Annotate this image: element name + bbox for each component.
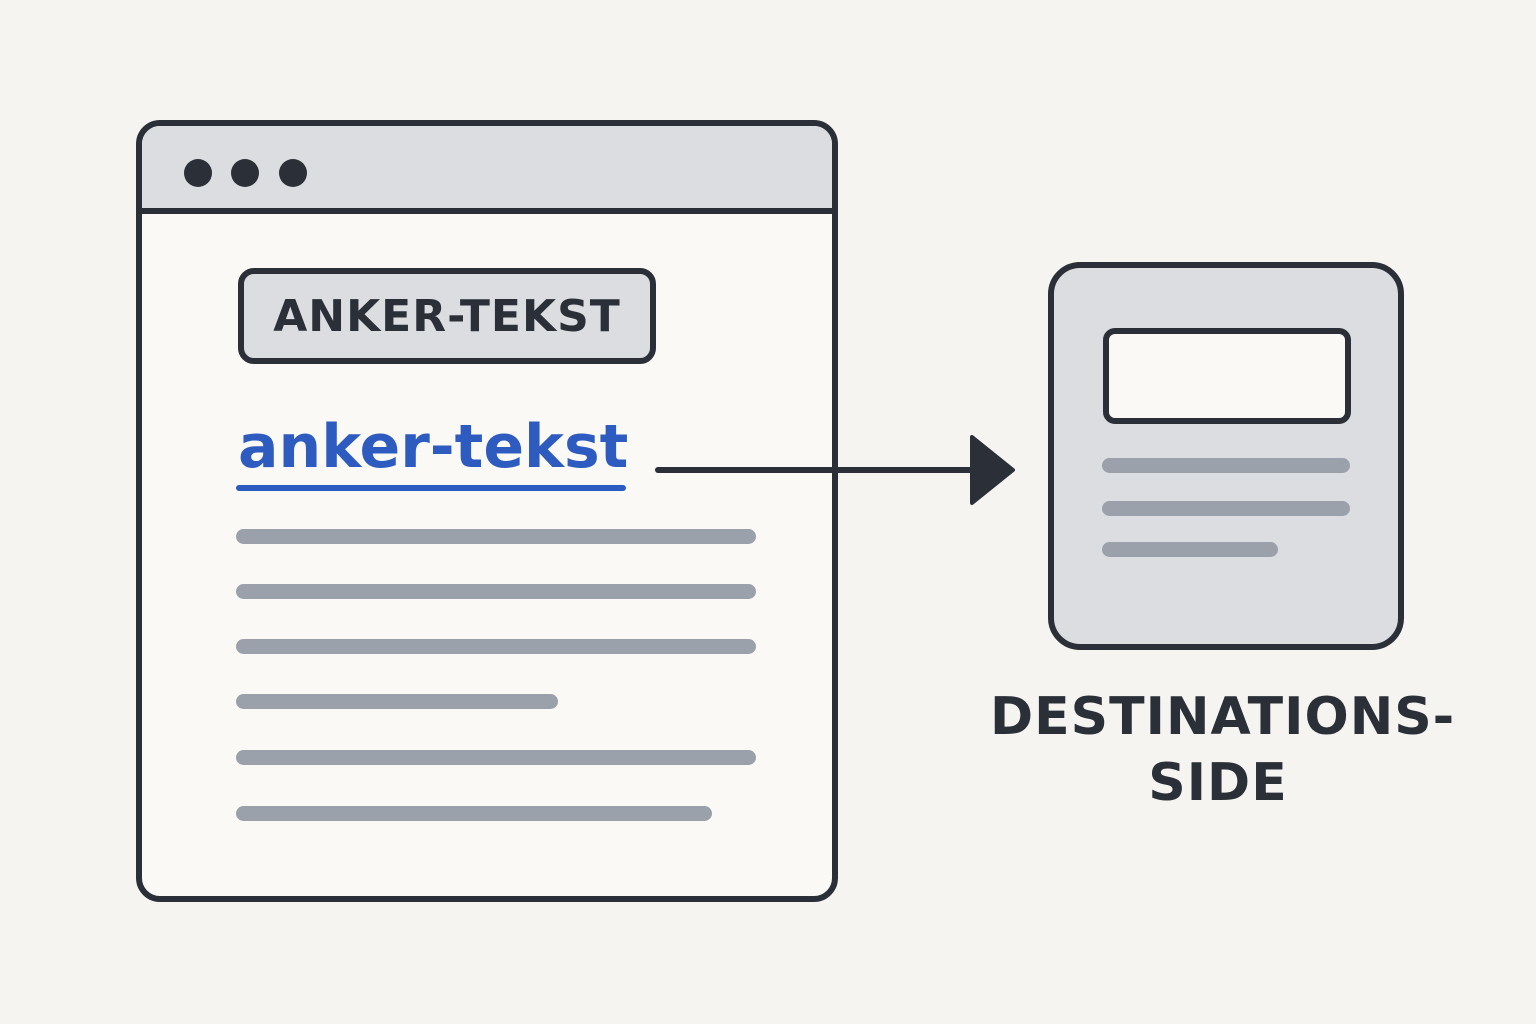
destination-caption-line: SIDE xyxy=(1148,753,1288,813)
window-dot-icon xyxy=(279,159,307,187)
destination-caption-line: DESTINATIONS- xyxy=(990,687,1456,747)
anchor-link-underline xyxy=(236,485,626,491)
destination-text-line xyxy=(1102,542,1278,557)
anchor-text-label-box: ANKER-TEKST xyxy=(238,268,656,364)
window-dot-icon xyxy=(231,159,259,187)
destination-text-line xyxy=(1102,458,1350,473)
text-placeholder-line xyxy=(236,694,558,709)
destination-caption: DESTINATIONS- SIDE xyxy=(990,684,1456,816)
anchor-link[interactable]: anker-tekst xyxy=(238,412,629,482)
window-dot-icon xyxy=(184,159,212,187)
text-placeholder-line xyxy=(236,529,756,544)
text-placeholder-line xyxy=(236,750,756,765)
text-placeholder-line xyxy=(236,584,756,599)
destination-header-block xyxy=(1103,328,1351,424)
text-placeholder-line xyxy=(236,806,712,821)
browser-titlebar xyxy=(142,126,832,214)
anchor-text-label: ANKER-TEKST xyxy=(273,290,621,342)
browser-window: ANKER-TEKST anker-tekst xyxy=(136,120,838,902)
destination-text-line xyxy=(1102,501,1350,516)
destination-page xyxy=(1048,262,1404,650)
text-placeholder-line xyxy=(236,639,756,654)
arrow-head-icon xyxy=(970,435,1015,505)
